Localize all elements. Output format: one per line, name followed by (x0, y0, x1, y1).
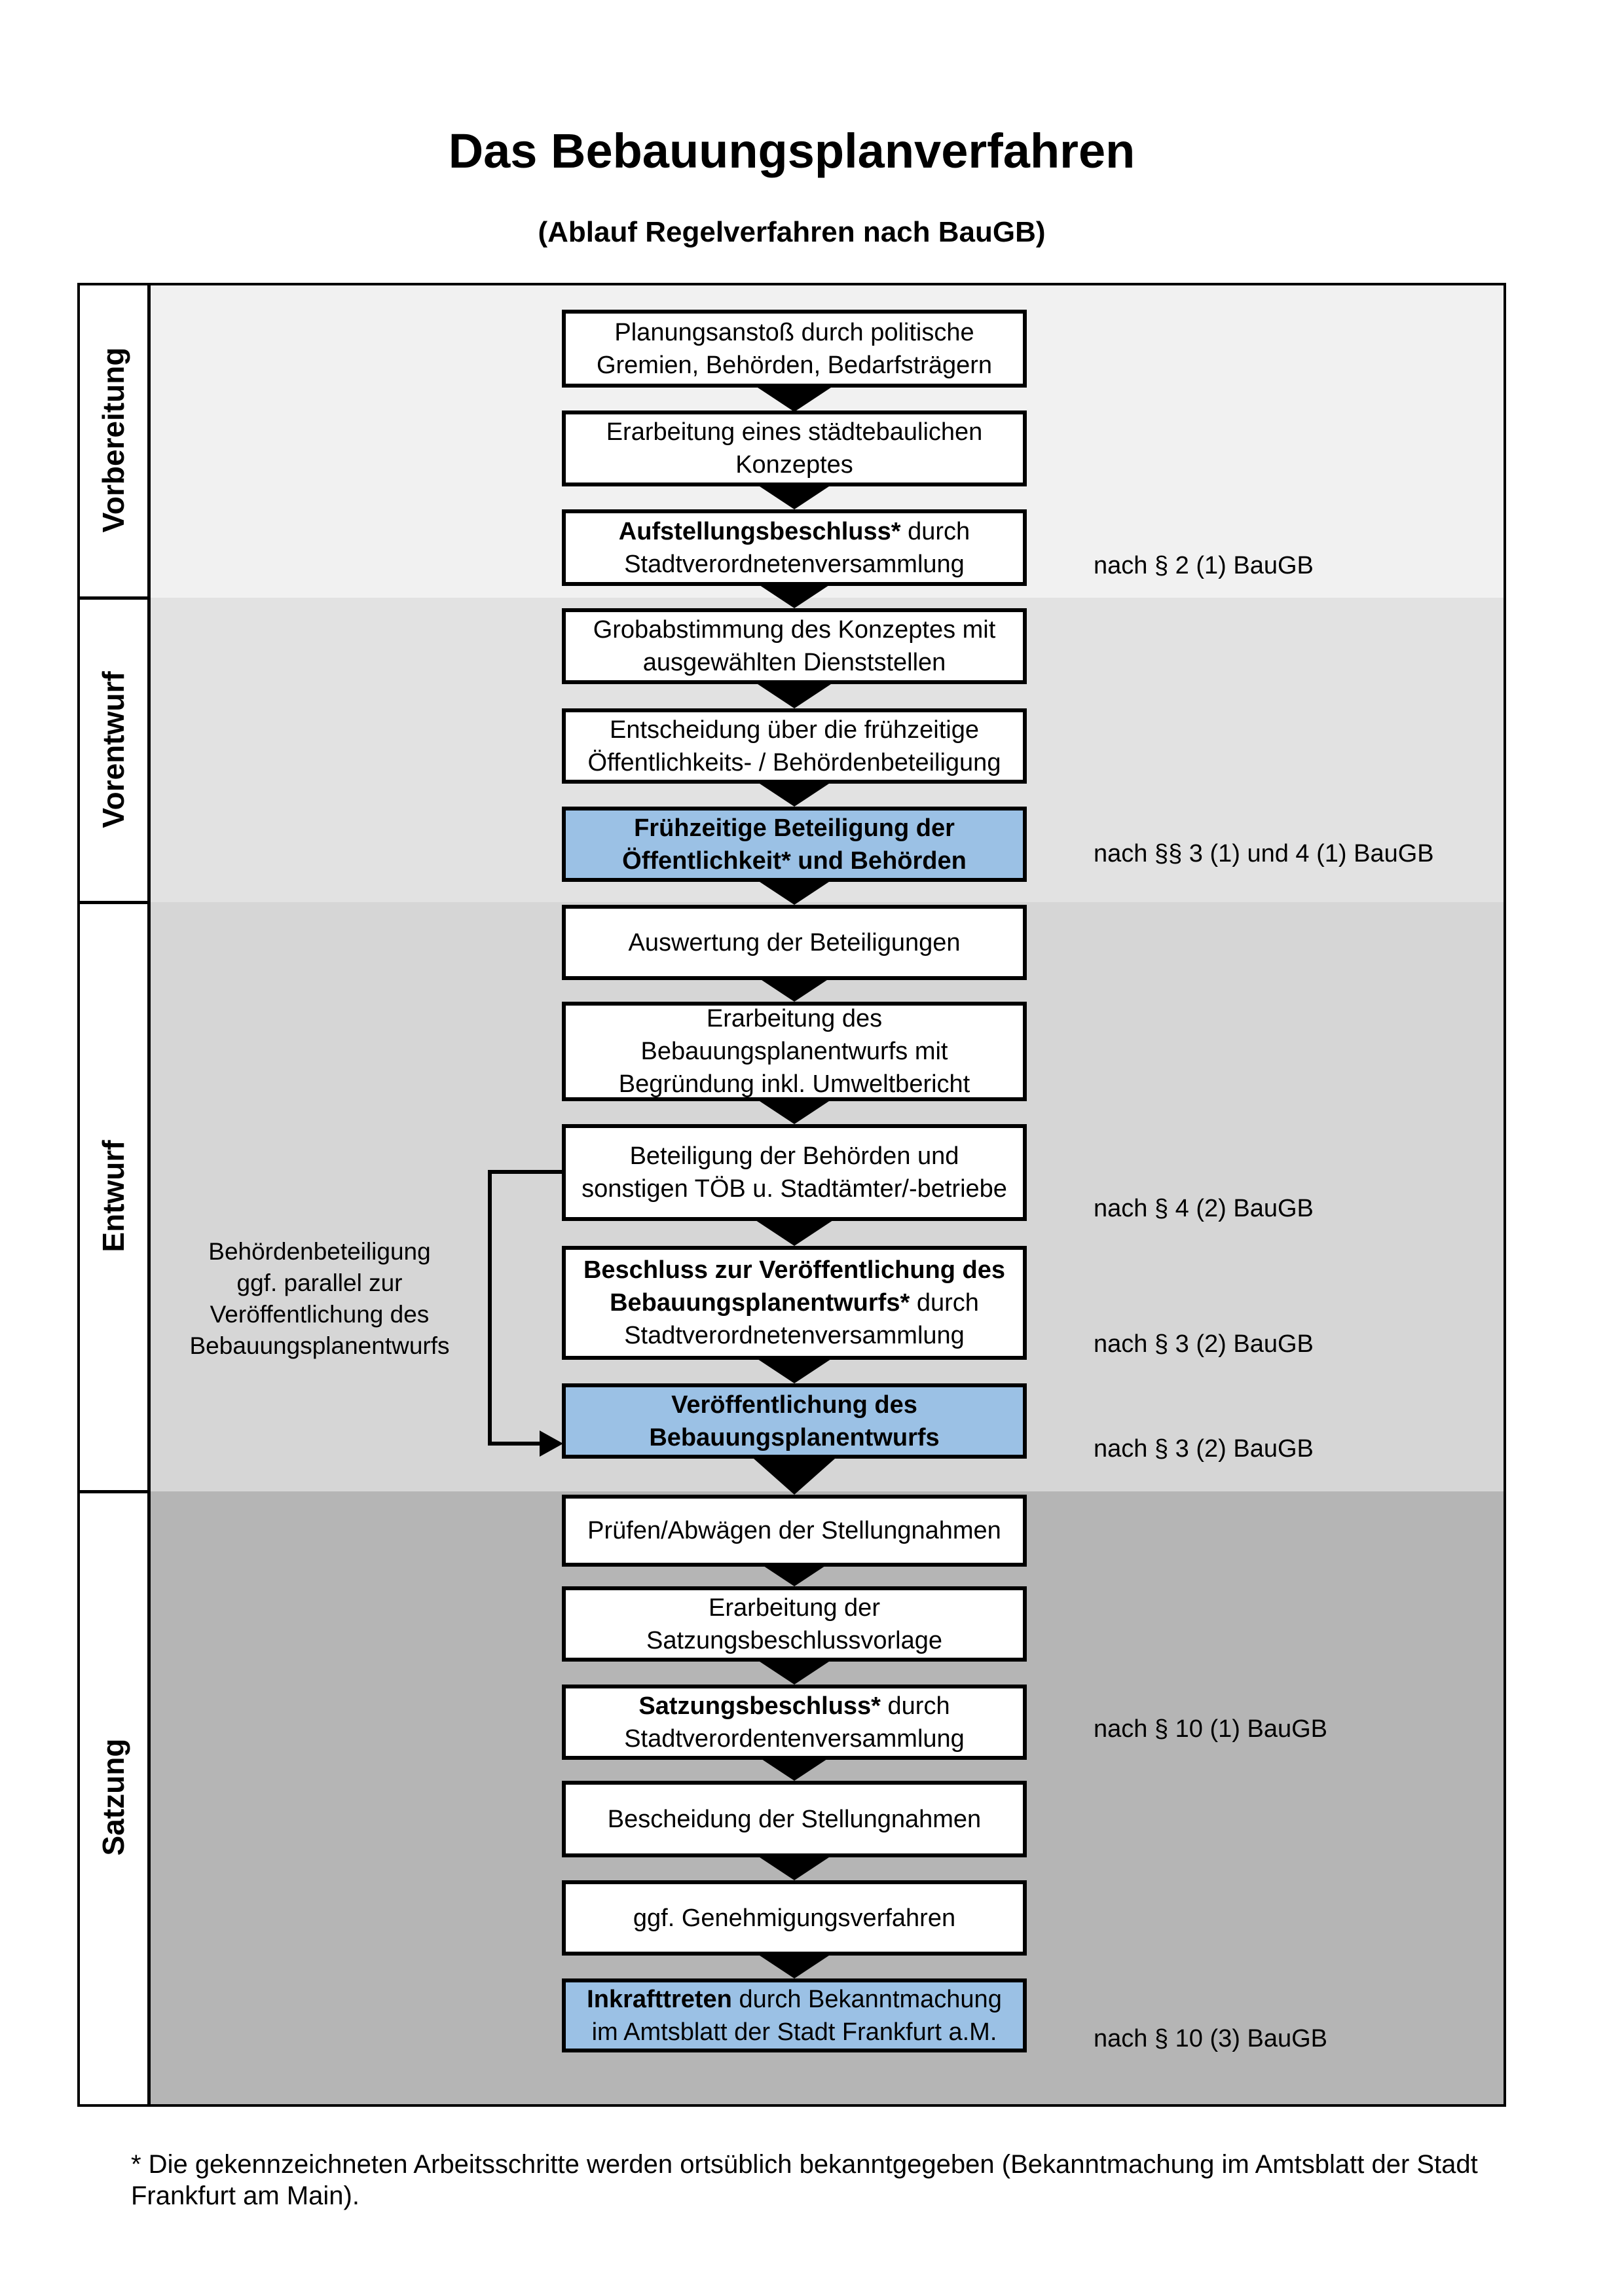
box-text: durch (880, 1692, 950, 1720)
down-arrow (754, 1357, 835, 1383)
box-text: durch (910, 1289, 979, 1317)
box-text-line: Erarbeitung eines städtebaulichen (606, 418, 983, 446)
down-arrow (754, 878, 835, 905)
box-text-line: Entscheidung über die frühzeitige (609, 716, 980, 744)
legal-ref-3: nach § 4 (2) BauGB (1094, 1195, 1314, 1222)
down-arrow (754, 385, 835, 412)
phase-divider (80, 1490, 147, 1493)
phase-label-satzung: Satzung (96, 1738, 130, 1856)
down-arrow (754, 1853, 835, 1880)
box-text-bold: Bebauungsplanentwurfs* (610, 1289, 910, 1317)
box-text-line: Öffentlichkeit* und Behörden (622, 847, 967, 875)
box-text-bold: Beschluss zur Veröffentlichung des (583, 1256, 1006, 1284)
phase-label-vorbereitung: Vorbereitung (96, 347, 130, 533)
down-arrow (754, 1658, 835, 1685)
box-text-line: Aufstellungsbeschluss* durch (619, 515, 970, 548)
down-arrow (754, 483, 835, 509)
flow-box-auswertung-beteiligungen: Auswertung der Beteiligungen (562, 905, 1027, 980)
page-title: Das Bebauungsplanverfahren (448, 124, 1135, 178)
flow-box-bescheidung-stellungnahmen: Bescheidung der Stellungnahmen (562, 1781, 1027, 1857)
box-text-bold: Inkrafttreten (587, 1985, 732, 2013)
parallel-note: Behördenbeteiligung ggf. parallel zur Ve… (175, 1236, 464, 1362)
box-text-line: Gremien, Behörden, Bedarfsträgern (596, 351, 993, 379)
flow-box-satzungsbeschlussvorlage: Erarbeitung der Satzungsbeschlussvorlage (562, 1586, 1027, 1662)
phase-divider (80, 901, 147, 904)
legal-ref-5: nach § 3 (2) BauGB (1094, 1435, 1314, 1463)
box-text-line: Stadtverordentenversammlung (624, 1724, 965, 1753)
box-text-line: im Amtsblatt der Stadt Frankfurt a.M. (591, 2018, 997, 2046)
down-arrow (754, 780, 835, 807)
box-text-line: Beschluss zur Veröffentlichung des (583, 1254, 1005, 1286)
footnote: * Die gekennzeichneten Arbeitsschritte w… (131, 2149, 1539, 2212)
box-text-line: Beteiligung der Behörden und (629, 1142, 959, 1170)
box-text-line: Veröffentlichung des (671, 1391, 917, 1419)
flow-box-beteiligung-behoerden-toeb: Beteiligung der Behörden und sonstigen T… (562, 1124, 1027, 1221)
box-text-line: Inkrafttreten durch Bekanntmachung (587, 1983, 1002, 2016)
box-text-line: Frühzeitige Beteiligung der (634, 814, 955, 842)
box-text-line: Stadtverordnetenversammlung (624, 550, 965, 578)
box-text-line: Bebauungsplanentwurfs* durch (610, 1286, 979, 1319)
box-text-line: Auswertung der Beteiligungen (628, 928, 961, 957)
box-text-line: Konzeptes (735, 451, 853, 479)
box-text: durch Bekanntmachung (731, 1985, 1002, 2013)
flow-box-beschluss-veroeffentlichung: Beschluss zur Veröffentlichung des Bebau… (562, 1246, 1027, 1360)
flow-box-fruehzeitige-beteiligung: Frühzeitige Beteiligung der Öffentlichke… (562, 807, 1027, 882)
down-arrow (754, 1097, 835, 1124)
footnote-line: * Die gekennzeichneten Arbeitsschritte w… (131, 2150, 1478, 2179)
legal-ref-2: nach §§ 3 (1) und 4 (1) BauGB (1094, 840, 1434, 867)
box-text-line: Satzungsbeschlussvorlage (646, 1626, 943, 1654)
legal-ref-4: nach § 3 (2) BauGB (1094, 1330, 1314, 1358)
parallel-note-line: Bebauungsplanentwurfs (189, 1332, 450, 1359)
box-text-bold: Satzungsbeschluss* (638, 1692, 881, 1720)
flow-box-inkrafttreten: Inkrafttreten durch Bekanntmachung im Am… (562, 1978, 1027, 2052)
phase-label-column (80, 285, 147, 2104)
page-subtitle: (Ablauf Regelverfahren nach BauGB) (538, 216, 1046, 248)
box-text-line: Bebauungsplanentwurfs mit (640, 1038, 948, 1065)
flow-box-grobabstimmung: Grobabstimmung des Konzeptes mit ausgewä… (562, 608, 1027, 684)
flow-box-staedtebauliches-konzept: Erarbeitung eines städtebaulichen Konzep… (562, 410, 1027, 486)
phase-divider (80, 596, 147, 600)
legal-ref-6: nach § 10 (1) BauGB (1094, 1715, 1327, 1743)
box-text-line: Bebauungsplanentwurfs (649, 1423, 940, 1451)
parallel-note-line: ggf. parallel zur (236, 1269, 403, 1296)
box-text-line: sonstigen TÖB u. Stadtämter/-betriebe (581, 1175, 1007, 1203)
box-text-line: Stadtverordnetenversammlung (624, 1322, 965, 1349)
legal-ref-7: nach § 10 (3) BauGB (1094, 2025, 1327, 2052)
box-text-line: Satzungsbeschluss* durch (638, 1690, 950, 1722)
legal-ref-1: nach § 2 (1) BauGB (1094, 552, 1314, 579)
flow-box-satzungsbeschluss: Satzungsbeschluss* durch Stadtverordente… (562, 1685, 1027, 1760)
flow-box-veroeffentlichung-entwurf: Veröffentlichung des Bebauungsplanentwur… (562, 1383, 1027, 1459)
box-text-line: Prüfen/Abwägen der Stellungnahmen (587, 1517, 1001, 1544)
flow-box-aufstellungsbeschluss: Aufstellungsbeschluss* durch Stadtverord… (562, 509, 1027, 586)
parallel-note-line: Behördenbeteiligung (208, 1238, 431, 1265)
flow-box-pruefen-abwaegen: Prüfen/Abwägen der Stellungnahmen (562, 1495, 1027, 1567)
box-text-line: Erarbeitung der (709, 1594, 880, 1622)
box-text: durch (900, 517, 970, 545)
parallel-note-line: Veröffentlichung des (210, 1301, 430, 1328)
box-text-line: Grobabstimmung des Konzeptes mit (593, 616, 996, 644)
down-arrow (754, 1459, 835, 1495)
box-text-line: Planungsanstoß durch politische (614, 318, 974, 346)
flow-box-planungsanstoss: Planungsanstoß durch politische Gremien,… (562, 310, 1027, 388)
flow-box-entscheidung-fruehzeitige-beteiligung: Entscheidung über die frühzeitige Öffent… (562, 708, 1027, 784)
box-text-bold: Aufstellungsbeschluss* (618, 517, 901, 545)
flow-box-genehmigungsverfahren: ggf. Genehmigungsverfahren (562, 1880, 1027, 1956)
down-arrow (754, 1219, 835, 1246)
down-arrow (754, 1952, 835, 1978)
down-arrow (754, 682, 835, 708)
box-text-line: ausgewählten Dienststellen (642, 649, 946, 676)
box-text-line: Öffentlichkeits- / Behördenbeteiligung (587, 748, 1001, 776)
box-text-line: Begründung inkl. Umweltbericht (618, 1070, 970, 1098)
box-text-line: Bescheidung der Stellungnahmen (607, 1805, 982, 1833)
footnote-line: Frankfurt am Main). (131, 2181, 360, 2210)
box-text-line: Erarbeitung des (706, 1005, 883, 1032)
label-column-border (147, 283, 151, 2107)
phase-label-vorentwurf: Vorentwurf (96, 671, 130, 828)
flow-box-erarbeitung-bebauungsplanentwurf: Erarbeitung des Bebauungsplanentwurfs mi… (562, 1002, 1027, 1101)
box-text-line: ggf. Genehmigungsverfahren (633, 1904, 956, 1932)
phase-label-entwurf: Entwurf (96, 1140, 130, 1252)
